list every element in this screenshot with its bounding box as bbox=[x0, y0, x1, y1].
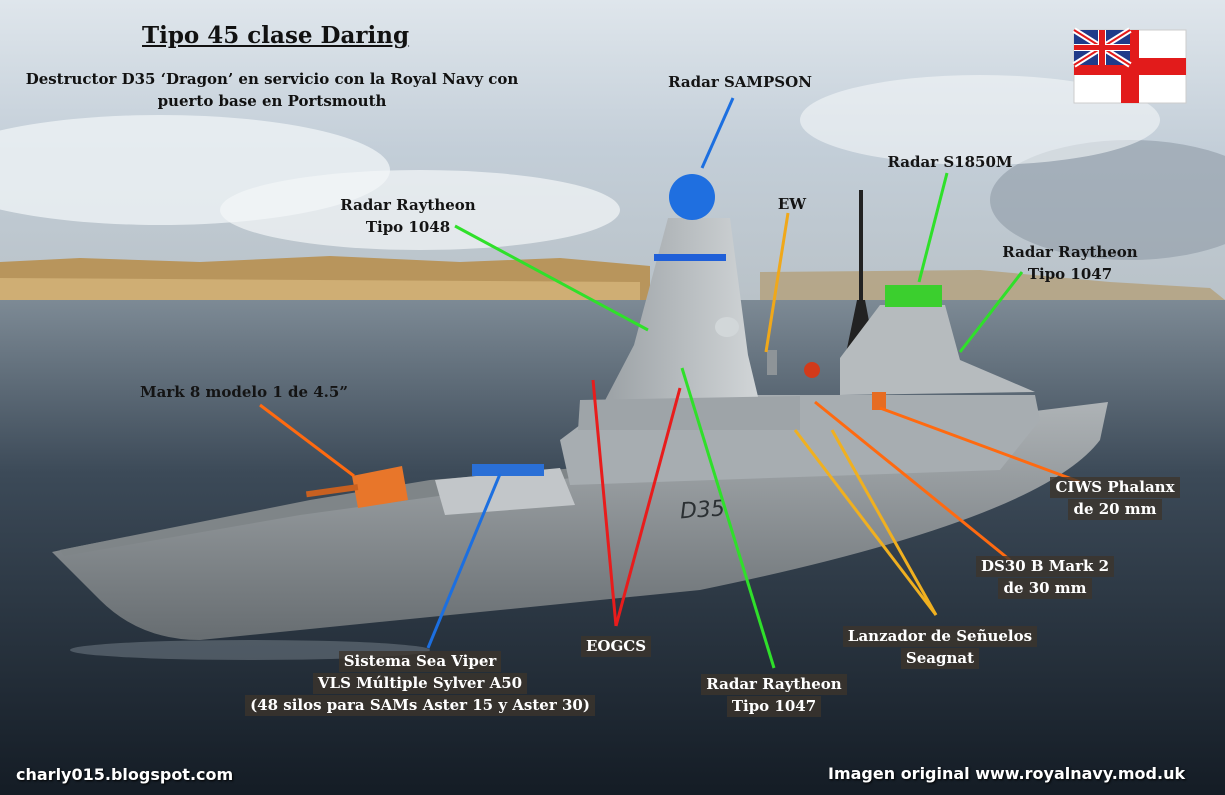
sampson-dome bbox=[669, 174, 715, 220]
cloud bbox=[220, 170, 620, 250]
ship-crest bbox=[804, 362, 820, 378]
label-ew: EW bbox=[777, 195, 807, 213]
page-subtitle: Destructor D35 ‘Dragon’ en servicio con … bbox=[25, 70, 519, 110]
label-ds30b: DS30 B Mark 2 de 30 mm bbox=[970, 556, 1120, 600]
ew-mast bbox=[767, 350, 777, 375]
gun-turret bbox=[352, 466, 408, 508]
main-mast bbox=[600, 218, 760, 410]
label-sampson: Radar SAMPSON bbox=[668, 73, 812, 91]
s1850m-radar bbox=[885, 285, 942, 307]
ciws-callout-line bbox=[879, 406, 1081, 484]
hull-number: D35 bbox=[679, 496, 726, 524]
eogcs-callout-line bbox=[591, 379, 618, 627]
raytheon-1048-callout-line bbox=[454, 224, 649, 332]
raytheon-1047-top-callout-line bbox=[958, 271, 1024, 353]
mast-array-strip bbox=[654, 254, 726, 261]
white-ensign-icon bbox=[1072, 27, 1187, 104]
aft-superstructure bbox=[840, 305, 1035, 395]
bridge bbox=[578, 396, 800, 430]
credit-left: charly015.blogspot.com bbox=[16, 765, 234, 784]
s1850m-callout-line bbox=[917, 172, 949, 283]
vls-housing bbox=[435, 468, 575, 515]
seagnat-callout-line bbox=[830, 429, 938, 616]
ds30b-callout-line bbox=[814, 400, 1011, 562]
radome bbox=[715, 317, 739, 337]
label-sea-viper: Sistema Sea Viper VLS Múltiple Sylver A5… bbox=[230, 651, 610, 717]
sampson-callout-line bbox=[700, 97, 735, 169]
cloud bbox=[800, 75, 1160, 165]
vls-silos bbox=[472, 464, 544, 476]
mark8-callout-line bbox=[259, 403, 355, 478]
eogcs-callout-line bbox=[614, 387, 682, 627]
ew-callout-line bbox=[764, 212, 790, 353]
label-s1850m: Radar S1850M bbox=[887, 153, 1013, 171]
gun-barrel bbox=[305, 484, 359, 498]
page-title: Tipo 45 clase Daring bbox=[142, 22, 410, 49]
ciws-mount bbox=[872, 392, 886, 410]
label-mark8: Mark 8 modelo 1 de 4.5” bbox=[140, 383, 348, 401]
sea-viper-callout-line bbox=[426, 473, 502, 649]
credit-right: Imagen original www.royalnavy.mod.uk bbox=[828, 764, 1186, 783]
black-mast-pole bbox=[859, 190, 863, 300]
coastline bbox=[0, 278, 640, 300]
label-raytheon-1047-bottom: Radar Raytheon Tipo 1047 bbox=[694, 674, 854, 718]
label-ciws: CIWS Phalanx de 20 mm bbox=[1040, 477, 1190, 521]
label-raytheon-1047-top: Radar Raytheon Tipo 1047 bbox=[1002, 243, 1138, 283]
label-eogcs: EOGCS bbox=[566, 636, 666, 658]
label-raytheon-1048: Radar Raytheon Tipo 1048 bbox=[340, 196, 476, 236]
seagnat-callout-line bbox=[793, 429, 938, 616]
callout-lines bbox=[259, 97, 1081, 669]
cloud bbox=[990, 140, 1225, 260]
raytheon-1047-bottom-callout-line bbox=[680, 367, 776, 669]
label-seagnat: Lanzador de Señuelos Seagnat bbox=[835, 626, 1045, 670]
